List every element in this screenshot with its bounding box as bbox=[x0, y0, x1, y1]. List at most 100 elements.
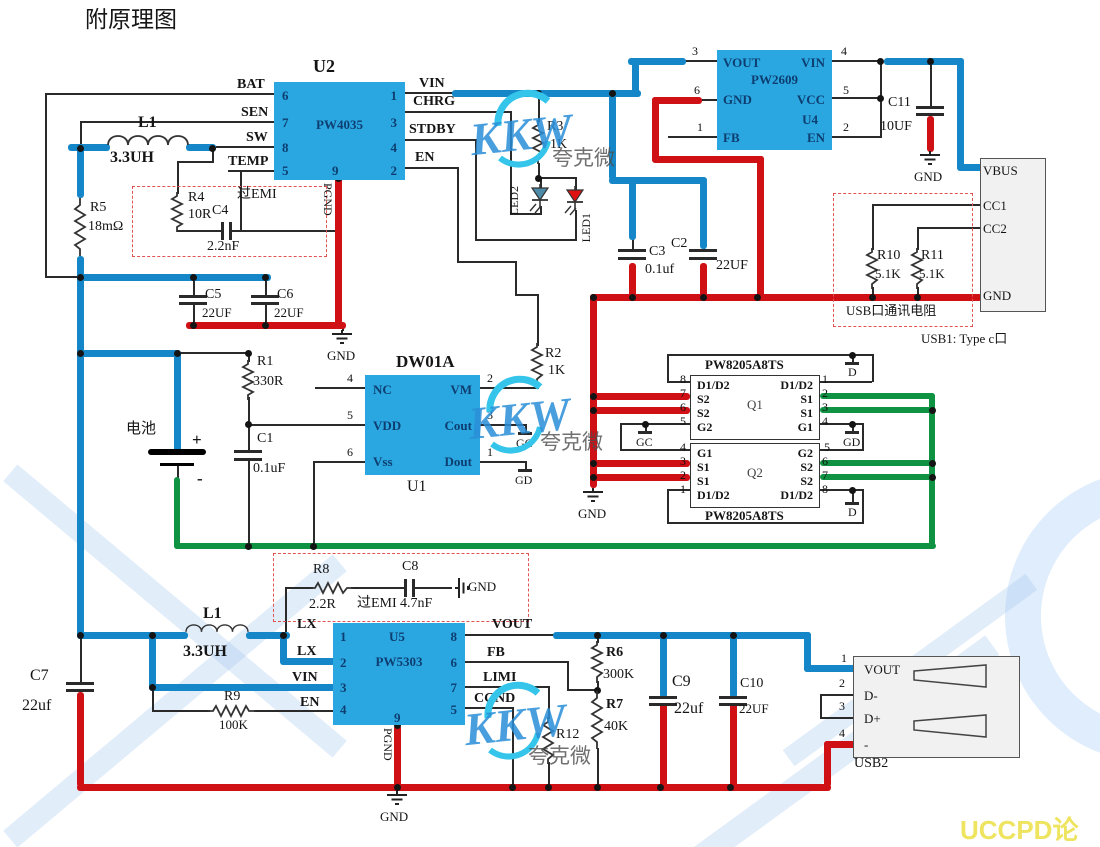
junction-dot bbox=[245, 421, 252, 428]
pin-number: 1 bbox=[487, 445, 493, 459]
wire-segment bbox=[285, 588, 287, 635]
capacitor-glyph bbox=[618, 249, 646, 252]
wire-segment bbox=[700, 263, 707, 301]
wire-segment bbox=[597, 635, 599, 643]
wire-segment bbox=[548, 762, 550, 788]
wire-segment bbox=[620, 449, 690, 451]
usb2-pin-num: 2 bbox=[839, 676, 845, 690]
pin-number: 2 bbox=[680, 468, 686, 482]
ground-icon bbox=[387, 791, 407, 805]
part-value: 0.1uF bbox=[253, 461, 286, 476]
pin-number: 6 bbox=[450, 655, 458, 670]
wire-segment bbox=[228, 170, 274, 172]
chip-pin-label: G2 bbox=[797, 446, 813, 460]
wire-segment bbox=[818, 381, 872, 383]
wire-segment bbox=[957, 58, 964, 170]
part-value: 2.2nF bbox=[207, 239, 240, 254]
inductor-glyph bbox=[185, 624, 249, 632]
usb1-pin-gnd: GND bbox=[983, 288, 1012, 303]
chip-pin-label: G1 bbox=[697, 446, 713, 460]
junction-dot bbox=[727, 784, 734, 791]
net-label-lx: LX bbox=[297, 644, 317, 659]
junction-dot bbox=[869, 294, 876, 301]
wire-segment bbox=[315, 387, 365, 389]
wire-segment bbox=[177, 161, 214, 163]
wire-segment bbox=[629, 180, 636, 240]
capacitor-glyph bbox=[649, 703, 677, 706]
wire-segment bbox=[590, 294, 982, 301]
wire-segment bbox=[820, 407, 935, 413]
net-tap bbox=[518, 469, 532, 472]
pin-number: 8 bbox=[680, 372, 686, 386]
wire-segment bbox=[538, 163, 540, 178]
chip-ref: U4 bbox=[802, 112, 818, 127]
chip-pin-label: VIN bbox=[801, 55, 825, 70]
led1-icon bbox=[564, 186, 585, 216]
wire-segment bbox=[820, 474, 935, 480]
net-tap bbox=[845, 362, 859, 365]
wire-segment bbox=[590, 407, 690, 414]
part-ref: C5 bbox=[205, 287, 222, 302]
junction-dot bbox=[594, 632, 601, 639]
part-ref: C10 bbox=[740, 676, 764, 691]
wire-segment bbox=[590, 460, 690, 467]
capacitor-glyph bbox=[689, 257, 717, 260]
part-value: 40K bbox=[604, 719, 629, 734]
chip-pin-label: S2 bbox=[800, 460, 813, 474]
wire-segment bbox=[77, 147, 84, 198]
wire-segment bbox=[537, 294, 539, 346]
wire-segment bbox=[730, 703, 737, 791]
part-ref: L1 bbox=[203, 605, 222, 622]
wire-segment bbox=[335, 176, 342, 328]
chip-pin-label: G2 bbox=[697, 420, 713, 434]
net-label-temp: TEMP bbox=[228, 154, 269, 169]
chip-pin-label: NC bbox=[373, 382, 392, 397]
junction-dot bbox=[642, 421, 649, 428]
junction-dot bbox=[657, 784, 664, 791]
pin-number: 8 bbox=[450, 629, 458, 644]
watermark-swoosh bbox=[484, 681, 541, 760]
capacitor-glyph bbox=[234, 450, 262, 453]
net-label-led2: LED2 bbox=[507, 186, 521, 216]
part-ref: R11 bbox=[921, 248, 944, 263]
part-value: 22UF bbox=[202, 305, 232, 320]
wire-segment bbox=[872, 204, 874, 250]
chip-pin-label: GND bbox=[723, 92, 752, 107]
capacitor-glyph bbox=[179, 295, 207, 298]
usb-pin-shape bbox=[913, 664, 987, 688]
wire-segment bbox=[457, 167, 459, 263]
wire-segment bbox=[620, 423, 622, 451]
chip-pin-label: D1/D2 bbox=[780, 488, 813, 502]
resistor-glyph bbox=[240, 360, 256, 400]
capacitor-glyph bbox=[412, 579, 415, 597]
part-ref: C2 bbox=[671, 236, 688, 251]
part-value: 5.1K bbox=[919, 266, 945, 281]
pin-number: 1 bbox=[680, 482, 686, 496]
wire-segment bbox=[957, 164, 984, 171]
part-ref: C7 bbox=[30, 667, 49, 684]
wire-segment bbox=[660, 703, 667, 791]
capacitor-glyph bbox=[916, 113, 944, 116]
wire-segment bbox=[862, 423, 864, 451]
wire-segment bbox=[480, 424, 526, 426]
wire-segment bbox=[80, 635, 82, 683]
pin-number: 7 bbox=[282, 115, 289, 130]
part-value: 22UF bbox=[716, 258, 748, 273]
battery-glyph bbox=[148, 449, 206, 455]
junction-dot bbox=[594, 784, 601, 791]
wire-segment bbox=[700, 180, 707, 249]
net-label-vin: VIN bbox=[292, 670, 318, 685]
usb1-pin-vbus: VBUS bbox=[983, 163, 1018, 178]
net-label-d: D bbox=[848, 365, 857, 379]
part-value: 10UF bbox=[880, 119, 912, 134]
chip-part-name: PW2609 bbox=[751, 72, 798, 87]
resistor-glyph bbox=[589, 641, 605, 683]
wire-segment bbox=[480, 461, 526, 463]
part-value: 22uf bbox=[674, 700, 704, 717]
net-label-limi: LIMI bbox=[483, 670, 517, 685]
chip-pin-label: D1/D2 bbox=[780, 378, 813, 392]
wire-segment bbox=[862, 489, 864, 524]
wire-segment bbox=[510, 213, 542, 215]
net-tap bbox=[845, 502, 859, 505]
capacitor-glyph bbox=[234, 458, 262, 461]
